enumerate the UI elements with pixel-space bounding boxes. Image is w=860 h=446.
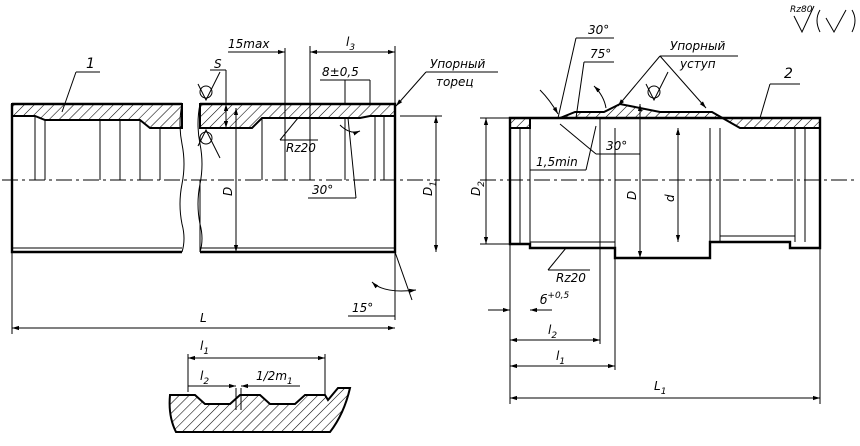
leader-rz20-left [279, 117, 299, 141]
break-line-left [179, 103, 185, 253]
label-15deg: 15° [352, 301, 373, 315]
label-upor-ustup-1: Упорный [670, 39, 725, 53]
label-s: S [214, 57, 222, 71]
label-30-lower: 30° [606, 139, 627, 153]
label-30-left: 30° [312, 183, 333, 197]
leader-30-upper [557, 37, 577, 119]
wall-section-right [199, 103, 396, 129]
ext-15-b [394, 251, 413, 301]
thread-lines-left [12, 115, 161, 180]
part1-leader [61, 71, 77, 113]
roughness-circle-1 [199, 85, 213, 99]
leader-upor-ustup-a [617, 55, 661, 107]
right-view: 2 Rz80 30° 75° Упорный уступ 30° 1,5min [469, 5, 856, 404]
roughness-circle-2 [199, 131, 213, 145]
part2-number: 2 [784, 66, 793, 82]
thread-detail: l1 l2 1/2m1 [168, 339, 352, 433]
roughness-tick-2 [197, 128, 221, 159]
label-upor-ustup-2: уступ [679, 57, 716, 71]
label-15max: 15max [228, 37, 270, 51]
coupling-outline [508, 116, 822, 260]
thread-lines-right [261, 116, 385, 180]
roughness-sym-1 [793, 5, 815, 34]
leader-75 [575, 61, 585, 119]
roughness-tick-3 [645, 71, 669, 102]
leader-upor-ustup-b [659, 55, 707, 109]
label-30-upper: 30° [588, 23, 609, 37]
roughness-parens [816, 9, 856, 33]
roughness-sym-2 [825, 9, 847, 34]
leader-30-lower [559, 123, 597, 155]
label-D-right: D [625, 191, 639, 200]
leader-rz20-right [547, 247, 567, 271]
label-rz20-right: Rz20 [556, 271, 586, 285]
label-halfm: 1/2m1 [256, 369, 293, 387]
label-L1: L1 [654, 379, 666, 397]
arc-30-upper [539, 89, 559, 115]
label-D1: D1 [421, 181, 439, 196]
thread-profile [168, 387, 352, 433]
coupling-wall [509, 102, 821, 129]
label-8: 8±0,5 [322, 65, 359, 79]
label-rz80: Rz80 [790, 5, 813, 15]
label-L: L [200, 311, 207, 325]
roughness-tick-1 [197, 71, 221, 102]
label-D-left: D [221, 187, 235, 196]
wall-section-left [11, 103, 183, 129]
label-rz20-left: Rz20 [286, 141, 316, 155]
label-l2-detail: l2 [200, 369, 209, 387]
label-upor-torec-1: Упорный [430, 57, 485, 71]
leader-upor-torec [395, 71, 427, 107]
label-D2: D2 [469, 181, 487, 196]
label-15min: 1,5min [536, 155, 578, 169]
left-view: 1 S D 15max l3 8±0,5 Упорный торец R [2, 35, 498, 334]
label-l1-right: l1 [556, 349, 565, 367]
arc-75 [593, 85, 607, 109]
label-b: б+0,5 [540, 291, 570, 307]
label-l2-right: l2 [548, 323, 557, 341]
coupling-inner-lines [519, 128, 806, 248]
label-l1-detail: l1 [200, 339, 209, 357]
label-upor-torec-2: торец [436, 75, 474, 89]
label-d: d [663, 194, 677, 202]
leader-30-left [347, 117, 357, 199]
label-l3: l3 [346, 35, 355, 53]
arc-30-left [339, 124, 361, 136]
part1-number: 1 [86, 56, 95, 72]
leader-15min [585, 125, 597, 171]
part2-leader [759, 83, 771, 119]
roughness-circle-3 [647, 85, 661, 99]
arc-15 [371, 281, 417, 293]
label-75: 75° [590, 47, 611, 61]
